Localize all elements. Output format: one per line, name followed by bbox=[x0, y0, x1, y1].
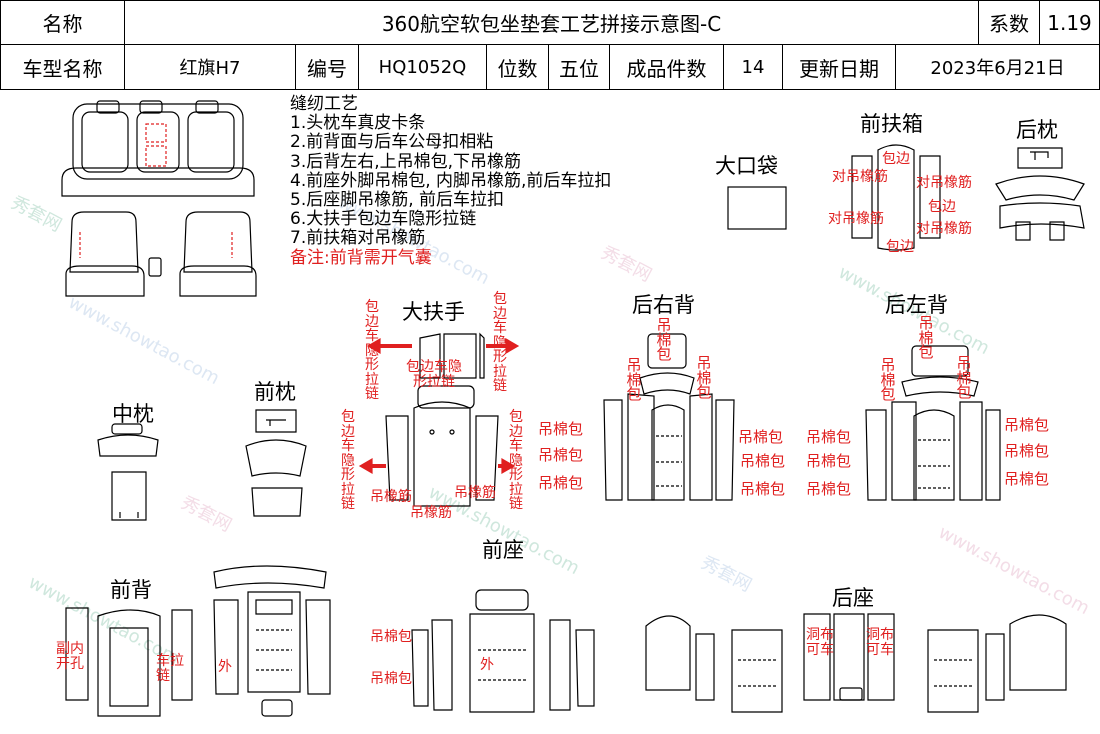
annotation-cotton: 吊棉包 bbox=[626, 356, 642, 403]
big-armrest-pieces bbox=[385, 332, 499, 507]
annotation-cotton: 吊棉包 bbox=[656, 316, 672, 363]
seat-overview-icon bbox=[61, 100, 257, 297]
coef-label: 系数 bbox=[978, 0, 1040, 45]
front-box-pieces bbox=[851, 144, 941, 251]
annotation-cloth-sew: 洞布可车 bbox=[866, 627, 894, 658]
code-label: 编号 bbox=[295, 44, 359, 90]
note-item: 3.后背左右,上吊棉包,下吊橡筋 bbox=[290, 151, 522, 172]
section-label-rear-pillow: 后枕 bbox=[1016, 118, 1058, 142]
code-value: HQ1052Q bbox=[358, 44, 487, 90]
middle-pillow-pieces bbox=[97, 423, 159, 521]
annotation-cotton: 吊棉包 bbox=[370, 671, 412, 687]
section-label-front-pillow: 前枕 bbox=[254, 380, 296, 404]
section-label-front-box: 前扶箱 bbox=[860, 112, 923, 136]
annotation-elastic: 吊橡筋 bbox=[370, 489, 412, 505]
annotation-binding-zip: 包边车隐形拉链 bbox=[365, 299, 379, 402]
zip-arrows bbox=[358, 337, 520, 475]
annotation-cotton: 吊棉包 bbox=[370, 629, 412, 645]
front-seat-pieces bbox=[411, 589, 595, 713]
note-item: 7.前扶箱对吊橡筋 bbox=[290, 228, 426, 249]
pieces-label: 成品件数 bbox=[609, 44, 724, 90]
annotation-cotton: 吊棉包 bbox=[738, 428, 784, 446]
annotation-binding: 包边 bbox=[886, 239, 914, 255]
annotation-cotton: 吊棉包 bbox=[538, 474, 584, 492]
section-label-big-armrest: 大扶手 bbox=[402, 300, 465, 324]
front-back-pieces bbox=[65, 565, 331, 717]
sewing-notes: 缝纫工艺 1.头枕车真皮卡条 2.前背面与后车公母扣相粘 3.后背左右,上吊棉包… bbox=[290, 94, 612, 268]
annotation-elastic: 吊橡筋 bbox=[410, 505, 452, 521]
model-label: 车型名称 bbox=[0, 44, 125, 90]
note-item: 5.后座脚吊橡筋, 前后车拉扣 bbox=[290, 190, 505, 211]
section-label-middle-pillow: 中枕 bbox=[112, 402, 154, 426]
annotation-cloth-sew: 洞布可车 bbox=[806, 627, 834, 658]
annotation-binding-zip: 包边车隐形拉链 bbox=[493, 291, 507, 394]
rear-left-back-pieces bbox=[865, 345, 1001, 501]
rear-right-back-pieces bbox=[603, 333, 735, 501]
annotation-elastic-pair: 对吊橡筋 bbox=[916, 221, 972, 237]
annotation-cotton: 吊棉包 bbox=[740, 452, 786, 470]
annotation-binding-zip: 包边车隐形拉链 bbox=[509, 409, 523, 512]
notes-remark: 备注:前背需开气囊 bbox=[290, 247, 432, 268]
page-title: 360航空软包坐垫套工艺拼接示意图-C bbox=[124, 0, 979, 45]
annotation-cotton: 吊棉包 bbox=[806, 428, 852, 446]
pieces-value: 14 bbox=[723, 44, 783, 90]
annotation-cotton: 吊棉包 bbox=[806, 452, 852, 470]
annotation-cotton: 吊棉包 bbox=[1004, 442, 1050, 460]
annotation-cotton: 吊棉包 bbox=[740, 480, 786, 498]
annotation-binding-zip: 包边车隐形拉链 bbox=[341, 409, 355, 512]
name-label: 名称 bbox=[0, 0, 125, 45]
annotation-binding-zip: 包边车隐形拉链 bbox=[406, 359, 462, 390]
annotation-cotton: 吊棉包 bbox=[806, 480, 852, 498]
annotation-binding: 包边 bbox=[882, 151, 910, 167]
model-value: 红旗H7 bbox=[124, 44, 296, 90]
note-item: 2.前背面与后车公母扣相粘 bbox=[290, 132, 494, 153]
note-item: 1.头枕车真皮卡条 bbox=[290, 113, 426, 134]
annotation-elastic: 吊橡筋 bbox=[454, 485, 496, 501]
section-label-rear-seat: 后座 bbox=[832, 586, 874, 610]
annotation-car-pull: 车拉链 bbox=[156, 653, 184, 684]
notes-title: 缝纫工艺 bbox=[290, 94, 358, 114]
annotation-cotton: 吊棉包 bbox=[538, 446, 584, 464]
annotation-cotton: 吊棉包 bbox=[696, 354, 712, 401]
seat-value: 五位 bbox=[548, 44, 610, 90]
note-item: 4.前座外脚吊棉包, 内脚吊橡筋,前后车拉扣 bbox=[290, 170, 612, 191]
annotation-cotton: 吊棉包 bbox=[1004, 470, 1050, 488]
pattern-diagram bbox=[61, 100, 1085, 717]
date-label: 更新日期 bbox=[782, 44, 896, 90]
seat-label: 位数 bbox=[486, 44, 549, 90]
section-label-rear-right-back: 后右背 bbox=[632, 293, 695, 317]
note-item: 6.大扶手包边车隐形拉链 bbox=[290, 209, 477, 230]
section-label-big-pocket: 大口袋 bbox=[715, 154, 778, 178]
rear-pillow-pieces bbox=[995, 147, 1085, 241]
annotation-binding: 包边 bbox=[928, 199, 956, 215]
annotation-elastic-pair: 对吊橡筋 bbox=[916, 175, 972, 191]
annotation-cotton: 吊棉包 bbox=[1004, 416, 1050, 434]
annotation-cotton: 吊棉包 bbox=[880, 356, 896, 403]
annotation-elastic-pair: 对吊橡筋 bbox=[832, 169, 888, 185]
annotation-elastic-pair: 对吊橡筋 bbox=[828, 211, 884, 227]
annotation-cotton: 吊棉包 bbox=[918, 314, 934, 361]
annotation-cotton: 吊棉包 bbox=[538, 420, 584, 438]
annotation-outer: 外 bbox=[480, 657, 494, 673]
date-value: 2023年6月21日 bbox=[895, 44, 1100, 90]
annotation-cotton: 吊棉包 bbox=[956, 354, 972, 401]
front-pillow-pieces bbox=[245, 409, 307, 517]
spec-header-table: 名称 360航空软包坐垫套工艺拼接示意图-C 系数 1.19 车型名称 红旗H7… bbox=[0, 0, 1100, 90]
section-label-front-seat: 前座 bbox=[482, 538, 524, 562]
rear-seat-pieces bbox=[645, 613, 1067, 713]
coef-value: 1.19 bbox=[1039, 0, 1100, 45]
big-pocket-piece bbox=[727, 186, 787, 230]
annotation-outer: 外 bbox=[218, 659, 232, 675]
section-label-rear-left-back: 后左背 bbox=[885, 293, 948, 317]
section-label-front-back: 前背 bbox=[110, 578, 152, 602]
annotation-side-hole: 副内开孔 bbox=[56, 641, 84, 672]
